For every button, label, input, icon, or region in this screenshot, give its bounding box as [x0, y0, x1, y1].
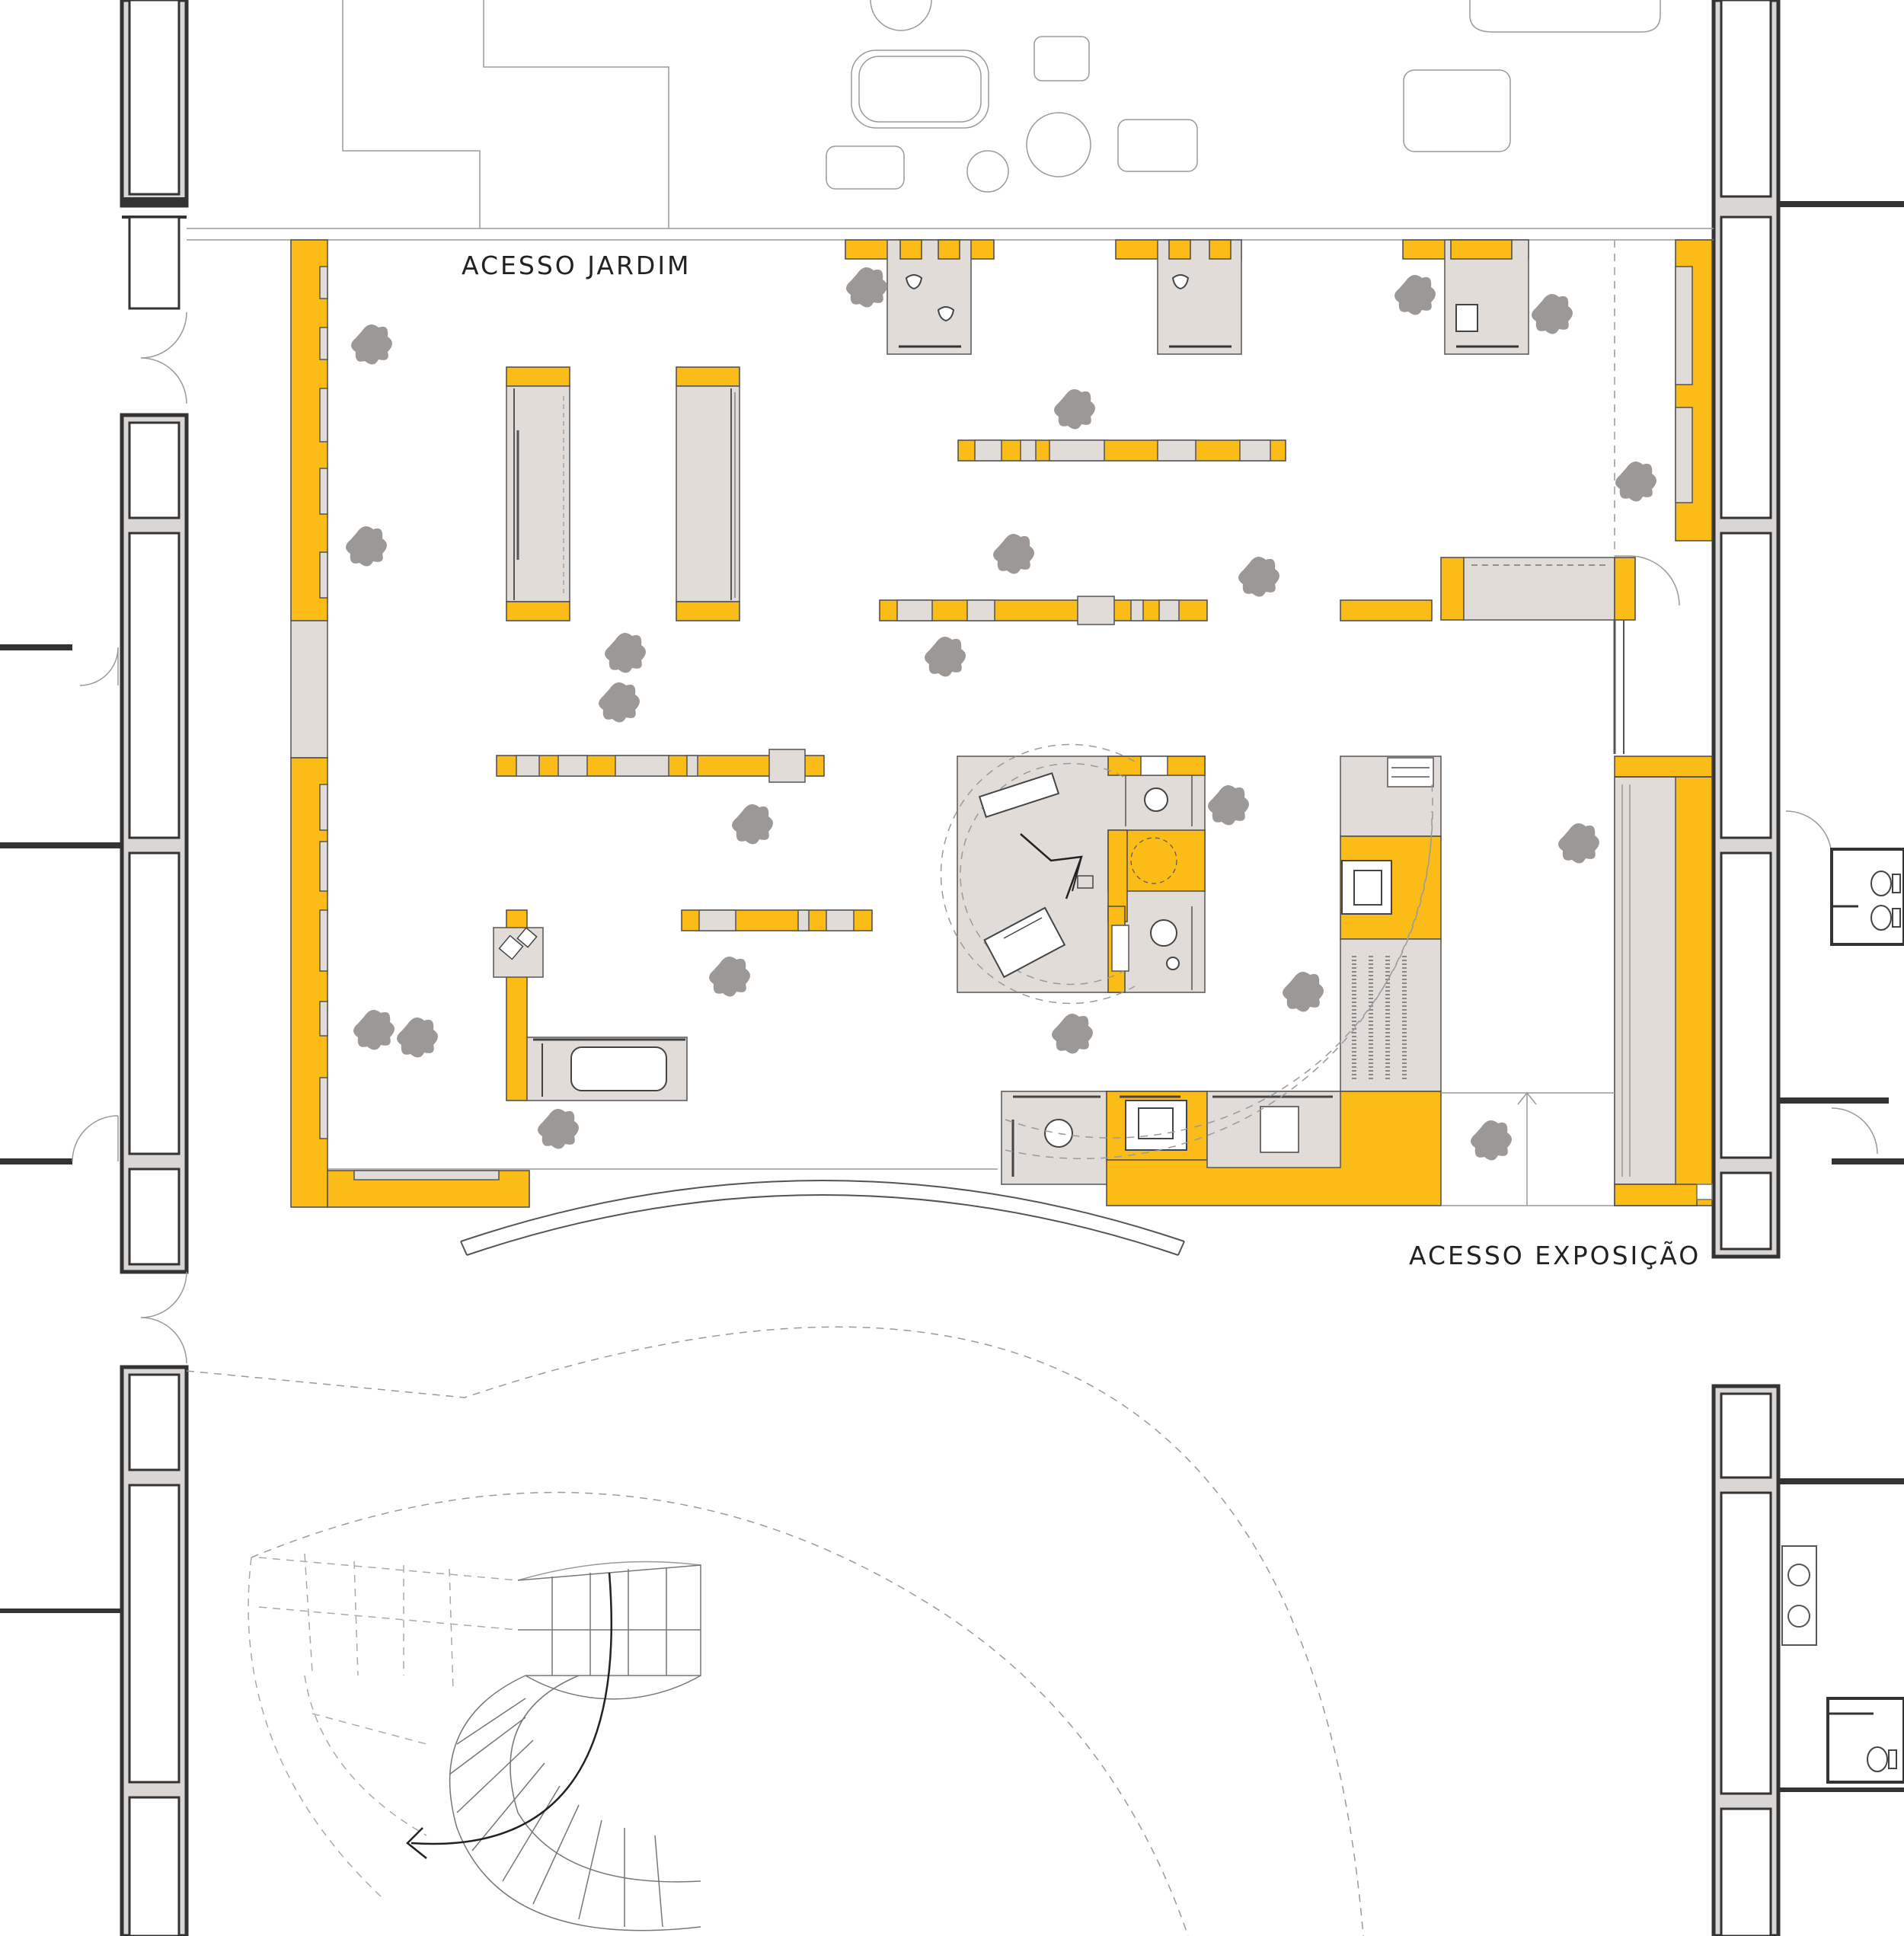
- exhibition-entry: [1441, 1091, 1713, 1206]
- right-middle-counter: [1440, 557, 1636, 754]
- cooktop: [1781, 1545, 1817, 1646]
- display-unit-2: [676, 366, 740, 621]
- toilet-icon: [1870, 905, 1901, 931]
- bed-display-2: [1115, 239, 1242, 355]
- clock-icon: [1020, 833, 1094, 899]
- plant-icon: [538, 1109, 579, 1149]
- bed-display-3: [1402, 239, 1529, 355]
- stove-icon: [1387, 757, 1434, 787]
- plant-icon: [346, 526, 387, 567]
- plant-icon: [353, 1010, 395, 1050]
- plant-icon: [925, 637, 966, 677]
- left-structural-wall: [0, 0, 189, 1936]
- shelf-strip-middle: [879, 596, 1208, 625]
- bed-display-1: [845, 239, 995, 355]
- toilet-icon: [1867, 1746, 1897, 1772]
- shelf-strip-right: [1340, 599, 1433, 621]
- plant-icon: [709, 957, 750, 997]
- kitchen-block: [1001, 756, 1442, 1206]
- plant-icon: [993, 534, 1034, 574]
- wc-upper: [1830, 848, 1904, 946]
- right-upper-shelf: [1675, 239, 1713, 542]
- spiral-staircase: [186, 1326, 1364, 1936]
- arrow-icon: [406, 1572, 613, 1859]
- right-long-closet: [1614, 756, 1713, 1206]
- plants: [346, 267, 1656, 1161]
- showroom-perimeter: [327, 240, 1680, 1256]
- central-island: [940, 743, 1206, 1005]
- shelf-strip-left: [496, 749, 825, 783]
- left-wall-shelf: [290, 239, 530, 1208]
- exhibition-access-label: ACESSO EXPOSIÇÃO: [1409, 1241, 1701, 1270]
- plant-icon: [1208, 785, 1249, 826]
- plant-icon: [351, 324, 392, 365]
- bath-display: [493, 909, 688, 1101]
- plant-icon: [1532, 294, 1573, 334]
- right-structural-wall: [1711, 0, 1904, 1936]
- plant-icon: [1054, 389, 1095, 430]
- wc-lower: [1826, 1697, 1904, 1784]
- plant-icon: [1283, 972, 1324, 1012]
- shelf-strip-lower: [681, 909, 873, 931]
- plant-icon: [1558, 823, 1599, 864]
- plant-icon: [599, 682, 640, 723]
- plant-icon: [605, 633, 646, 673]
- garden-area: [187, 0, 1714, 241]
- garden-access-label: ACESSO JARDIM: [462, 251, 692, 280]
- plant-icon: [397, 1018, 438, 1058]
- plant-icon: [1238, 557, 1279, 597]
- plant-icon: [1394, 275, 1436, 315]
- toilet-icon: [1870, 871, 1901, 896]
- plant-icon: [1052, 1014, 1093, 1054]
- shelf-strip-top: [957, 439, 1286, 462]
- plant-icon: [846, 267, 887, 308]
- plant-icon: [732, 804, 773, 845]
- plant-icon: [1615, 462, 1656, 502]
- plant-icon: [1471, 1120, 1512, 1161]
- display-unit-1: [506, 366, 570, 621]
